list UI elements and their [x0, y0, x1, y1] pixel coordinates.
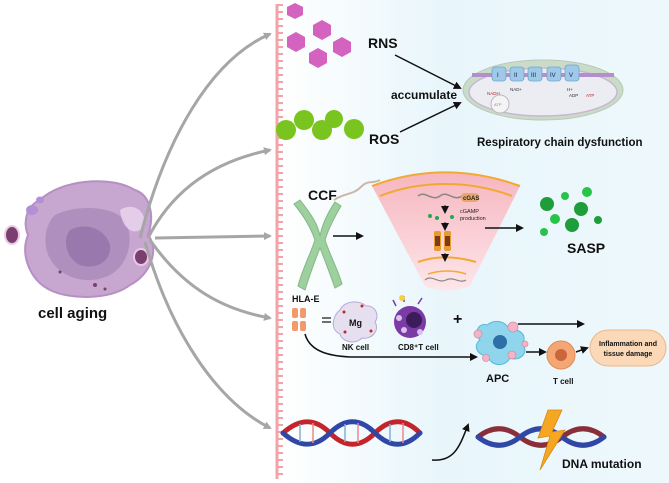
complex-iii: III: [531, 73, 536, 79]
nad-label: NAD+: [510, 87, 523, 92]
cell-membrane: [275, 4, 283, 479]
arrow-to-ros: [146, 147, 272, 239]
rns-molecules: [287, 3, 351, 68]
arrow-to-rns: [138, 32, 272, 239]
adp-label: ADP: [569, 93, 578, 98]
cgamp-label: cGAMP: [460, 209, 479, 215]
mg-label: Mg: [349, 318, 362, 328]
cd8-t-cell: [392, 295, 426, 338]
complex-v: V: [569, 73, 573, 79]
t-cell: [546, 340, 576, 370]
inflammation-line2: tissue damage: [604, 351, 653, 358]
complex-ii: II: [514, 73, 518, 79]
dna-mutation-label: DNA mutation: [562, 457, 642, 471]
arrow-to-dna: [143, 241, 272, 430]
aging-cell: [4, 180, 155, 298]
rns-label: RNS: [368, 35, 398, 51]
nk-cell: [332, 301, 378, 343]
cd8-t-cell-label: CD8⁺T cell: [398, 343, 439, 352]
h-plus-label: H+: [567, 87, 573, 92]
complex-iv: IV: [550, 73, 556, 79]
immune-arrows: [304, 320, 589, 361]
arrow-to-mutation: [431, 423, 470, 461]
lightning-icon: [537, 409, 566, 471]
accumulate-arrows: [394, 54, 462, 133]
sasp-molecules: [540, 187, 602, 236]
t-cell-label: T cell: [553, 377, 573, 386]
cgas-label: cGAS: [463, 196, 479, 202]
hla-e-molecule: [292, 308, 306, 331]
sasp-label: SASP: [567, 240, 605, 256]
inflammation-box: [589, 329, 667, 367]
mitochondrion: ATP I II III IV V NADH NAD+ ADP ATP H+: [462, 59, 624, 121]
cgas-badge: [461, 193, 479, 202]
accumulate-label: accumulate: [391, 88, 457, 102]
inflammation-line1: Inflammation and: [599, 341, 657, 348]
atp-label: ATP: [586, 93, 594, 98]
dna-base-pairs: [299, 423, 404, 443]
arrow-to-hla: [148, 239, 272, 321]
svg-text:ATP: ATP: [494, 102, 502, 107]
gray-arrows: [138, 32, 272, 430]
apc-label: APC: [486, 373, 509, 385]
apc-cell: [473, 320, 529, 365]
complex-i: I: [497, 73, 499, 79]
plus-sign: +: [453, 311, 462, 328]
chromosome: [293, 199, 343, 291]
ros-label: ROS: [369, 131, 399, 147]
ros-molecules: [276, 110, 364, 140]
arrow-to-ccf: [154, 232, 272, 241]
production-label: production: [460, 216, 486, 222]
cell-aging-label: cell aging: [38, 305, 107, 322]
cgas-pathway-cone: cGAS cGAMP production: [371, 171, 521, 291]
hla-e-label: HLA-E: [292, 294, 320, 304]
nadh-label: NADH: [487, 91, 500, 96]
respiratory-dysfunction-label: Respiratory chain dysfunction: [477, 137, 643, 149]
ccf-fragment: [333, 179, 381, 201]
dna-helix: [280, 419, 423, 447]
nk-cell-label: NK cell: [342, 343, 369, 352]
ccf-label: CCF: [308, 187, 337, 203]
